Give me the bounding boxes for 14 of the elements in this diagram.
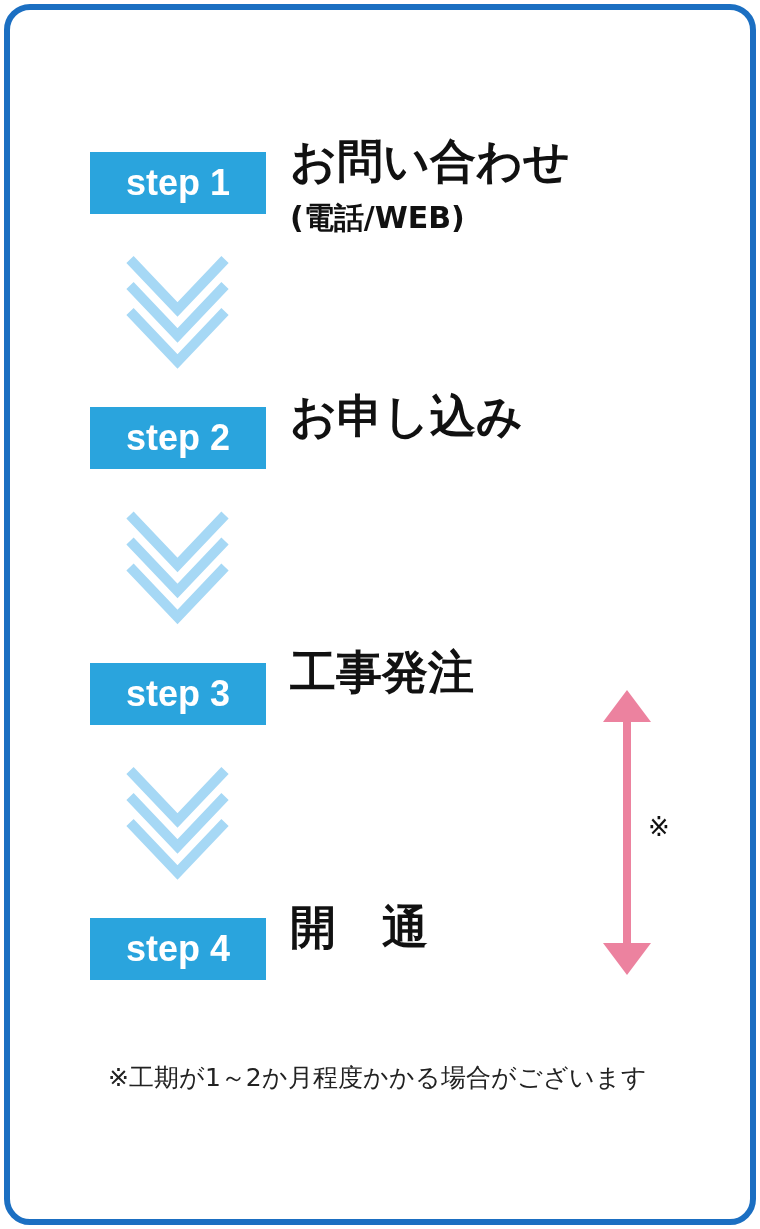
note-mark: ※ [648,812,670,842]
chevron-arrow [125,254,230,369]
chevron-arrow [125,510,230,625]
step-title: お問い合わせ [290,136,570,187]
step-badge: step 2 [90,407,266,469]
step-subtitle: (電話/WEB) [290,199,465,237]
step-badge: step 4 [90,918,266,980]
footnote: ※工期が1～2か月程度かかる場合がございます [108,1062,648,1094]
step-badge: step 3 [90,663,266,725]
step-title: 開 通 [290,902,428,953]
step-title: 工事発注 [290,647,474,698]
step-title: お申し込み [290,391,523,442]
chevron-arrow [125,765,230,880]
step-badge: step 1 [90,152,266,214]
